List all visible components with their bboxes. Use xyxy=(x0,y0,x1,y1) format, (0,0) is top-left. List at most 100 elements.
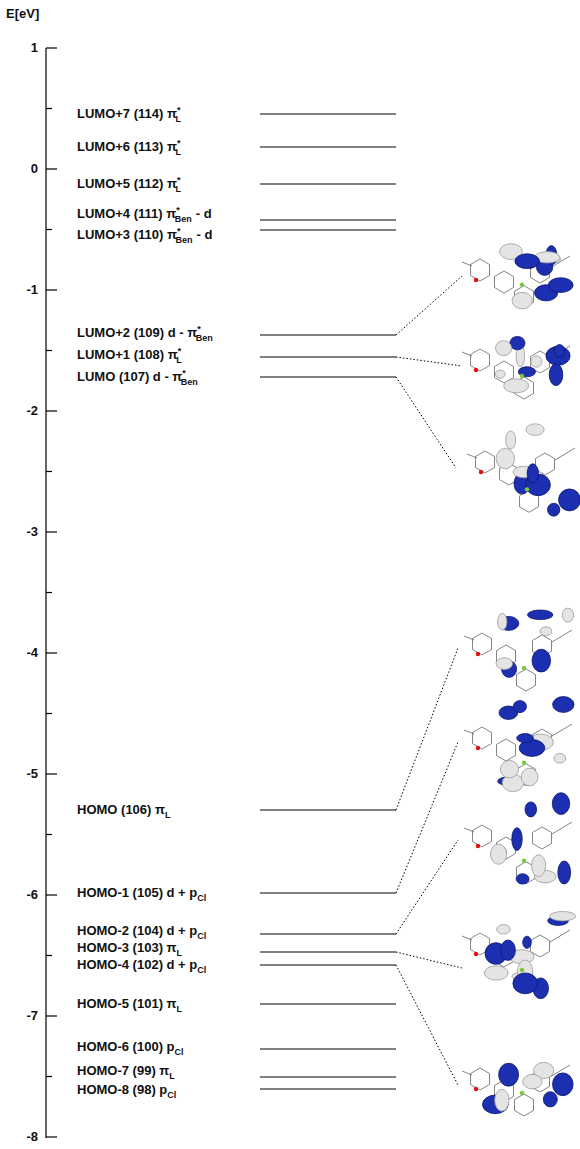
orbital-pictures xyxy=(462,244,580,1116)
level-text: HOMO (106) π xyxy=(77,802,165,817)
subscript: L xyxy=(176,355,182,365)
subscript: Cl xyxy=(167,1090,176,1100)
subscript: L xyxy=(165,810,171,820)
superscript: * xyxy=(177,175,181,185)
energy-axis xyxy=(46,48,57,1138)
superscript: * xyxy=(182,368,186,378)
energy-level xyxy=(260,376,396,377)
level-label: HOMO-4 (102) d + pCl xyxy=(77,957,206,974)
energy-levels xyxy=(260,114,396,1089)
superscript: * xyxy=(177,138,181,148)
energy-level xyxy=(260,809,396,810)
subscript: L xyxy=(175,184,181,194)
level-label: LUMO+6 (113) π*L xyxy=(77,139,181,156)
level-text: HOMO-4 (102) d + p xyxy=(77,957,197,972)
level-text: HOMO-8 (98) p xyxy=(77,1082,167,1097)
level-label: HOMO-3 (103) πL xyxy=(77,940,182,957)
tick-label: 1 xyxy=(0,40,38,56)
tick-label: -3 xyxy=(0,524,38,540)
tick-label: -4 xyxy=(0,645,38,661)
energy-level xyxy=(260,113,396,114)
subscript: Cl xyxy=(197,931,206,941)
level-text: - d xyxy=(196,206,212,221)
level-label: HOMO-7 (99) πL xyxy=(77,1063,175,1080)
tick-label: -5 xyxy=(0,766,38,782)
orbital-picture xyxy=(464,697,574,792)
level-label: LUMO+4 (111) π*Ben - d xyxy=(77,206,212,223)
energy-level xyxy=(260,146,396,147)
level-text: HOMO-3 (103) π xyxy=(77,940,177,955)
subscript: L xyxy=(175,114,181,124)
superscript: * xyxy=(176,205,180,215)
level-text: LUMO+6 (113) π xyxy=(77,139,177,154)
subscript: L xyxy=(175,147,181,157)
level-label: LUMO (107) d - π*Ben xyxy=(77,369,198,386)
subscript: Cl xyxy=(175,1047,184,1057)
energy-level xyxy=(260,229,396,230)
energy-level xyxy=(260,1048,396,1049)
orbital-picture xyxy=(462,336,570,399)
level-label: HOMO-1 (105) d + pCl xyxy=(77,885,206,902)
orbital-picture xyxy=(464,608,574,691)
orbital-picture xyxy=(464,793,572,884)
energy-level xyxy=(260,356,396,357)
level-label: LUMO+2 (109) d - π*Ben xyxy=(77,325,213,342)
level-text: LUMO+1 (108) π xyxy=(77,347,178,362)
superscript: * xyxy=(178,346,182,356)
level-label: HOMO-6 (100) pCl xyxy=(77,1039,184,1056)
energy-level xyxy=(260,933,396,934)
tick-label: -1 xyxy=(0,282,38,298)
energy-level xyxy=(260,219,396,220)
level-label: HOMO-8 (98) pCl xyxy=(77,1082,176,1099)
level-label: LUMO+3 (110) π*Ben - d xyxy=(77,227,212,244)
level-label: LUMO+1 (108) π*L xyxy=(77,347,182,364)
level-label: LUMO+7 (114) π*L xyxy=(77,106,181,123)
level-text: HOMO-6 (100) p xyxy=(77,1039,175,1054)
subscript: L xyxy=(169,1071,175,1081)
level-label: LUMO+5 (112) π*L xyxy=(77,176,181,193)
subscript: Ben xyxy=(175,235,192,245)
level-text: LUMO+5 (112) π xyxy=(77,176,177,191)
subscript: Ben xyxy=(196,333,213,343)
tick-label: -6 xyxy=(0,887,38,903)
energy-level xyxy=(260,892,396,893)
level-text: HOMO-1 (105) d + p xyxy=(77,885,197,900)
superscript: * xyxy=(177,105,181,115)
orbital-picture xyxy=(462,912,576,999)
subscript: Ben xyxy=(181,377,198,387)
subscript: Cl xyxy=(197,893,206,903)
superscript: * xyxy=(197,324,201,334)
tick-label: 0 xyxy=(0,161,38,177)
tick-label: -8 xyxy=(0,1129,38,1145)
energy-level xyxy=(260,1003,396,1004)
orbital-picture xyxy=(462,1062,573,1116)
energy-level xyxy=(260,1076,396,1077)
level-text: LUMO+2 (109) d - π xyxy=(77,325,197,340)
level-text: HOMO-2 (104) d + p xyxy=(77,923,197,938)
level-text: LUMO+4 (111) π xyxy=(77,206,176,221)
level-label: HOMO (106) πL xyxy=(77,802,170,819)
tick-label: -2 xyxy=(0,403,38,419)
energy-level xyxy=(260,183,396,184)
level-text: HOMO-7 (99) π xyxy=(77,1063,169,1078)
level-text: LUMO+3 (110) π xyxy=(77,227,177,242)
level-text: - d xyxy=(196,227,212,242)
orbital-picture xyxy=(462,244,573,309)
level-label: HOMO-5 (101) πL xyxy=(77,996,182,1013)
level-label: HOMO-2 (104) d + pCl xyxy=(77,923,206,940)
axis-title: E[eV] xyxy=(6,6,39,22)
energy-level xyxy=(260,1088,396,1089)
orbital-picture xyxy=(467,424,580,516)
level-text: LUMO+7 (114) π xyxy=(77,106,177,121)
subscript: L xyxy=(177,1004,183,1014)
level-text: LUMO (107) d - π xyxy=(77,369,182,384)
subscript: Ben xyxy=(175,214,192,224)
subscript: Cl xyxy=(197,965,206,975)
subscript: L xyxy=(177,948,183,958)
energy-level xyxy=(260,334,396,335)
leader-lines xyxy=(396,276,462,1085)
superscript: * xyxy=(177,226,181,236)
tick-label: -7 xyxy=(0,1008,38,1024)
level-text: HOMO-5 (101) π xyxy=(77,996,177,1011)
